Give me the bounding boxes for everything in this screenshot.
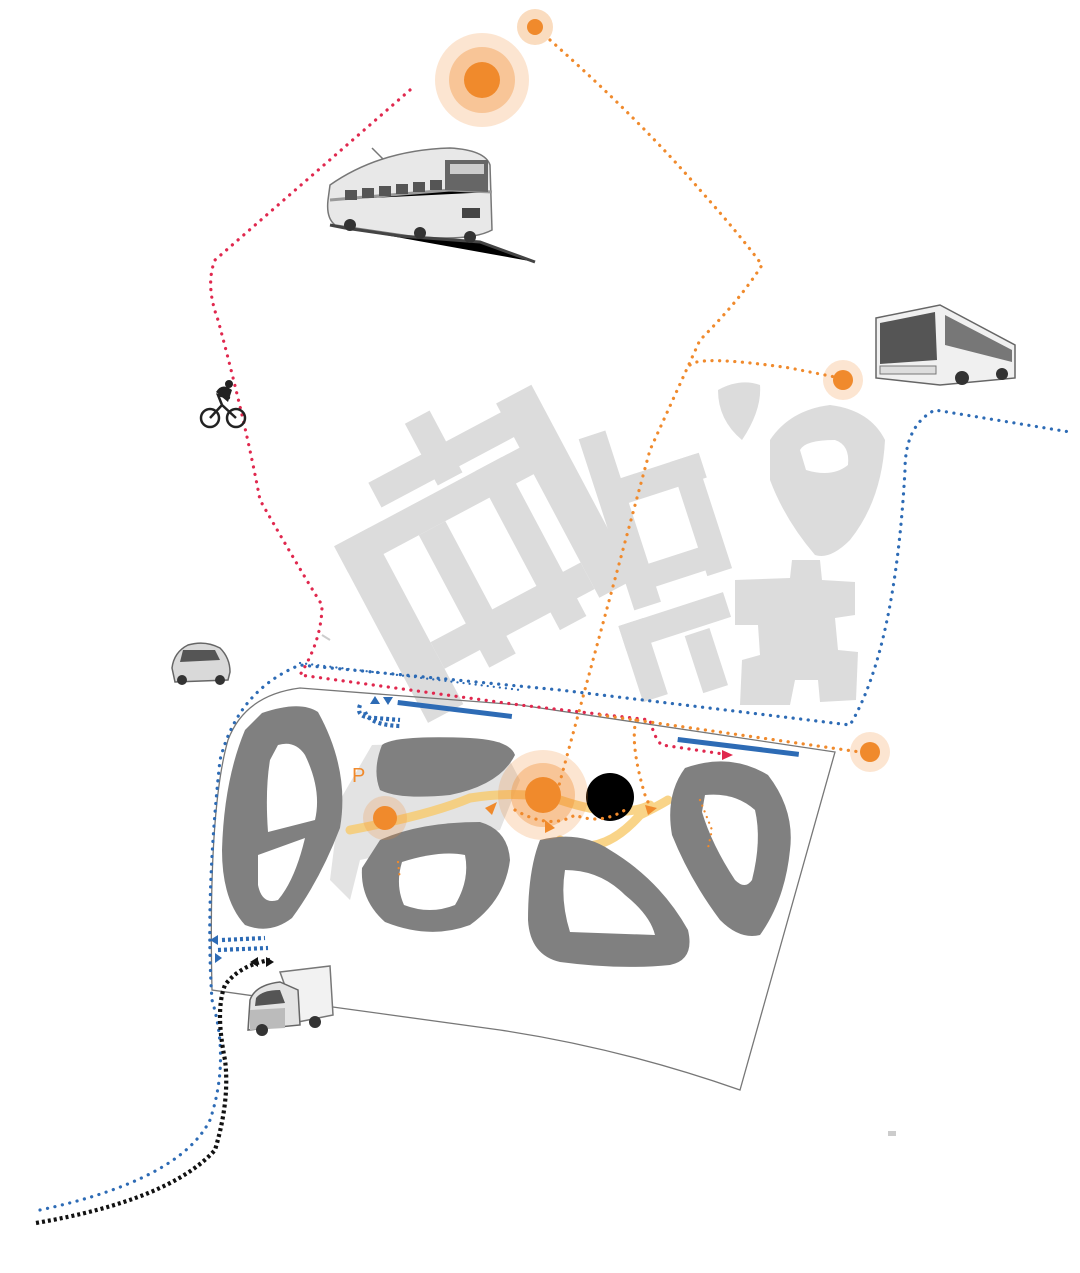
hub-black-circle bbox=[586, 773, 634, 821]
existing-buildings bbox=[334, 382, 885, 723]
car-route bbox=[38, 408, 1072, 1212]
scale-marker bbox=[888, 1131, 896, 1136]
car-icon bbox=[171, 642, 231, 685]
site-boundary bbox=[210, 687, 836, 1091]
rail-route bbox=[209, 88, 733, 760]
new-building-north bbox=[376, 737, 515, 797]
north-tick bbox=[321, 634, 331, 641]
hub-node-east bbox=[850, 732, 890, 772]
bus-stop-bar-east bbox=[677, 737, 800, 757]
bus-stop-bar-north bbox=[397, 700, 513, 719]
bus-icon bbox=[875, 304, 1016, 386]
train-icon bbox=[326, 147, 536, 264]
delivery-route bbox=[35, 957, 274, 1226]
parking-label: P bbox=[352, 765, 365, 787]
hub-node-top bbox=[517, 9, 553, 45]
new-buildings bbox=[222, 706, 791, 967]
hub-node-rail bbox=[435, 33, 529, 127]
hub-node-bus bbox=[823, 360, 863, 400]
building-east-block bbox=[735, 560, 858, 705]
building-teardrop bbox=[718, 382, 761, 440]
hub-node-parking bbox=[363, 796, 407, 840]
hub-node-center bbox=[498, 750, 588, 840]
delivery-truck-icon bbox=[247, 965, 334, 1036]
building-shield bbox=[770, 405, 885, 556]
cyclist-icon bbox=[199, 380, 247, 429]
